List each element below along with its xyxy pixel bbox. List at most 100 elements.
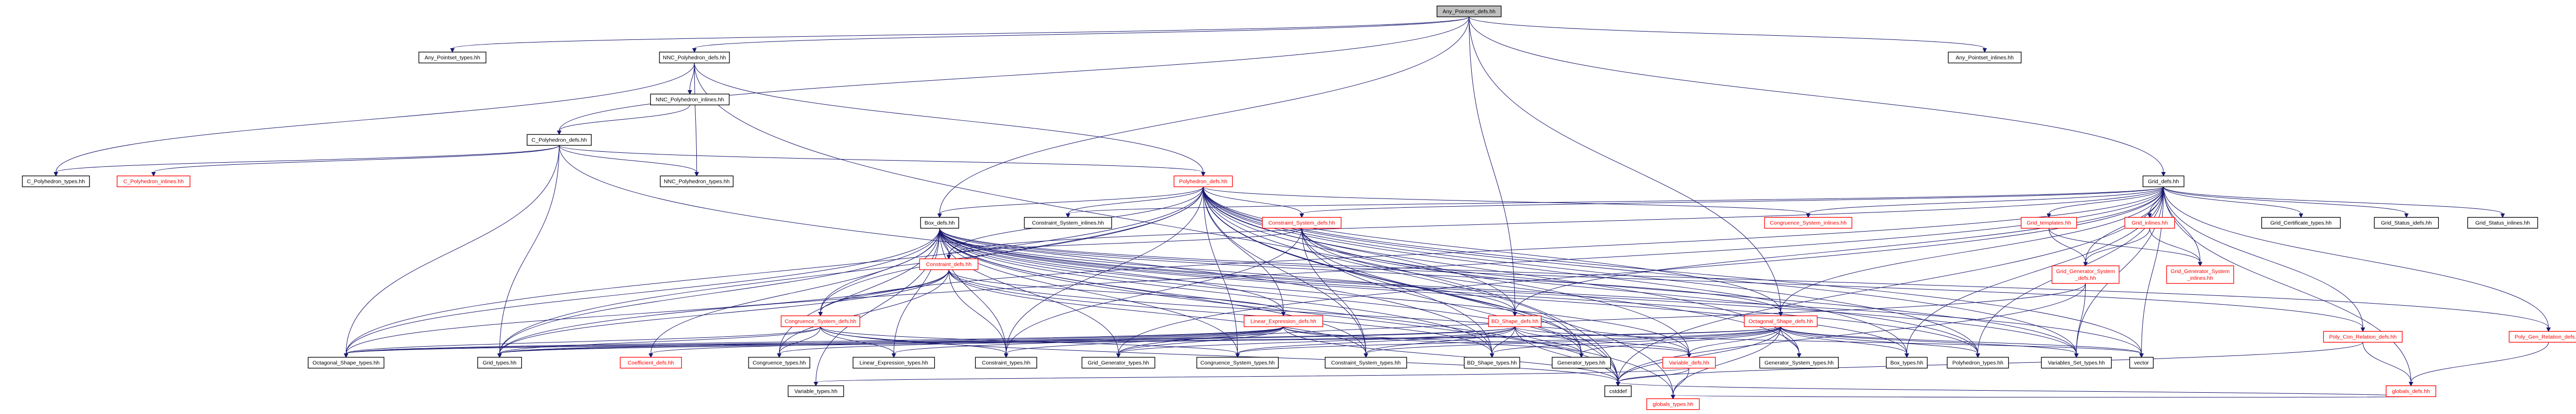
edge-line	[1469, 17, 1515, 312]
node-gsti[interactable]: Grid_Status_inlines.hh	[2467, 217, 2538, 229]
edge-cd-to-cgsd	[818, 269, 949, 317]
node-boxd[interactable]: Box_defs.hh	[920, 217, 959, 229]
node-cgsi[interactable]: Congruence_System_inlines.hh	[1764, 217, 1852, 229]
node-vst[interactable]: Variables_Set_types.hh	[2041, 356, 2112, 369]
edge-gridd-to-ggt	[1116, 187, 2164, 358]
node-gstd[interactable]: Grid_Status_idefs.hh	[2374, 217, 2439, 229]
arrowhead	[694, 172, 699, 177]
arrowhead	[1004, 353, 1008, 358]
node-cd[interactable]: Constraint_defs.hh	[919, 258, 978, 270]
edge-osd-to-vector	[1780, 326, 2144, 358]
node-globt[interactable]: globals_types.hh	[1646, 398, 1700, 410]
node-polyt[interactable]: Polyhedron_types.hh	[1946, 356, 2009, 369]
edge-boxd-to-vard	[939, 228, 1692, 358]
edge-line	[345, 145, 560, 354]
node-gcert[interactable]: Grid_Certificate_types.hh	[2261, 217, 2341, 229]
edge-gridd-to-pcrd	[2163, 187, 2365, 332]
node-vard[interactable]: Variable_defs.hh	[1662, 356, 1716, 369]
node-ginl[interactable]: Grid_inlines.hh	[2124, 217, 2175, 229]
node-pcrd[interactable]: Poly_Con_Relation_defs.hh	[2323, 331, 2403, 343]
node-anyt[interactable]: Any_Pointset_types.hh	[418, 51, 487, 64]
node-nncd[interactable]: NNC_Polyhedron_defs.hh	[659, 51, 730, 64]
edge-line	[499, 269, 949, 354]
edge-line	[948, 187, 2164, 255]
node-nnct[interactable]: NNC_Polyhedron_types.hh	[660, 175, 734, 188]
node-ggt[interactable]: Grid_Generator_types.hh	[1081, 356, 1155, 369]
node-bdst[interactable]: BD_Shape_types.hh	[1463, 356, 1520, 369]
node-box	[919, 258, 978, 270]
edge-boxd-to-ost	[344, 228, 940, 358]
edge-boxd-to-pcrd	[939, 228, 2365, 332]
arrowhead	[2083, 262, 2088, 267]
node-coeffd[interactable]: Coefficient_defs.hh	[620, 356, 682, 369]
edge-vard-to-vart	[813, 368, 1690, 387]
node-cpd[interactable]: C_Polyhedron_defs.hh	[526, 134, 592, 146]
edge-polyd-to-vst	[1203, 187, 2079, 358]
edge-line	[1780, 326, 1907, 354]
node-gridd[interactable]: Grid_defs.hh	[2142, 175, 2185, 188]
arrowhead	[1065, 213, 1071, 218]
node-cgsd[interactable]: Congruence_System_defs.hh	[781, 315, 860, 327]
edge-nncd-to-cpt	[53, 63, 695, 177]
edge-line	[894, 228, 940, 354]
node-globd[interactable]: globals_defs.hh	[2385, 385, 2436, 397]
arrowhead	[1616, 382, 1620, 387]
node-label: NNC_Polyhedron_defs.hh	[663, 55, 726, 61]
node-csd[interactable]: Constraint_System_defs.hh	[1262, 217, 1342, 229]
node-ggsd[interactable]: Grid_Generator_System_defs.hh	[2052, 265, 2120, 284]
node-cpt[interactable]: C_Polyhedron_types.hh	[22, 175, 90, 188]
edge-cpd-to-cpt	[53, 145, 560, 177]
edge-osd-to-ost	[344, 326, 1781, 358]
edge-line	[345, 228, 940, 354]
node-label: Coefficient_defs.hh	[627, 360, 674, 366]
edge-osd-to-gridt	[497, 326, 1781, 358]
edge-line	[1067, 187, 2164, 214]
edge-line	[1203, 187, 1674, 395]
node-ggsi[interactable]: Grid_Generator_System_inlines.hh	[2166, 265, 2234, 284]
edge-line	[1301, 228, 1367, 354]
node-ct[interactable]: Constraint_types.hh	[975, 356, 1037, 369]
node-box	[1948, 51, 2022, 64]
node-polyd[interactable]: Polyhedron_defs.hh	[1174, 175, 1233, 188]
node-cgt[interactable]: Congruence_types.hh	[748, 356, 811, 369]
edge-layer	[53, 17, 2551, 399]
node-vector[interactable]: vector	[2129, 356, 2154, 369]
node-boxt[interactable]: Box_types.hh	[1886, 356, 1928, 369]
edge-root-to-anyi	[1469, 17, 1987, 53]
node-gtpl[interactable]: Grid_templates.hh	[2021, 217, 2077, 229]
node-gridt[interactable]: Grid_types.hh	[477, 356, 522, 369]
edge-line	[1617, 187, 2164, 382]
node-osd[interactable]: Octagonal_Shape_defs.hh	[1744, 315, 1818, 327]
edge-line	[452, 17, 1470, 49]
node-root[interactable]: Any_Pointset_defs.hh	[1437, 5, 1502, 18]
node-ost[interactable]: Octagonal_Shape_types.hh	[308, 356, 385, 369]
node-label: Constraint_System_defs.hh	[1268, 220, 1335, 226]
node-let[interactable]: Linear_Expression_types.hh	[853, 356, 935, 369]
node-cpi[interactable]: C_Polyhedron_inlines.hh	[116, 175, 191, 188]
node-nnci[interactable]: NNC_Polyhedron_inlines.hh	[650, 93, 730, 106]
edge-nncd-to-polyd	[694, 63, 1206, 177]
node-vart[interactable]: Variable_types.hh	[787, 385, 844, 397]
node-pgrd[interactable]: Poly_Gen_Relation_defs.hh	[2509, 331, 2576, 343]
node-anyi[interactable]: Any_Pointset_inlines.hh	[1948, 51, 2022, 64]
node-csi[interactable]: Constraint_System_inlines.hh	[1023, 217, 1113, 229]
node-cst[interactable]: Constraint_System_types.hh	[1325, 356, 1407, 369]
edge-line	[2163, 187, 2503, 214]
edge-line	[779, 326, 821, 354]
node-label: Congruence_System_types.hh	[1201, 360, 1275, 366]
node-box	[1196, 356, 1279, 369]
arrowhead	[2500, 213, 2505, 218]
node-cstddef[interactable]: cstddef	[1604, 385, 1632, 397]
edge-line	[2163, 187, 2363, 328]
edge-line	[1617, 382, 2411, 397]
node-label: Polyhedron_defs.hh	[1179, 179, 1227, 185]
edge-line	[1366, 326, 1515, 354]
node-gent[interactable]: Generator_types.hh	[1552, 356, 1611, 369]
arrowhead	[2198, 262, 2203, 267]
edge-line	[694, 63, 697, 173]
node-box	[116, 175, 191, 188]
node-cgst[interactable]: Congruence_System_types.hh	[1196, 356, 1279, 369]
node-gst[interactable]: Generator_System_types.hh	[1759, 356, 1839, 369]
node-led[interactable]: Linear_Expression_defs.hh	[1243, 315, 1323, 327]
node-bdsd[interactable]: BD_Shape_defs.hh	[1488, 315, 1542, 327]
